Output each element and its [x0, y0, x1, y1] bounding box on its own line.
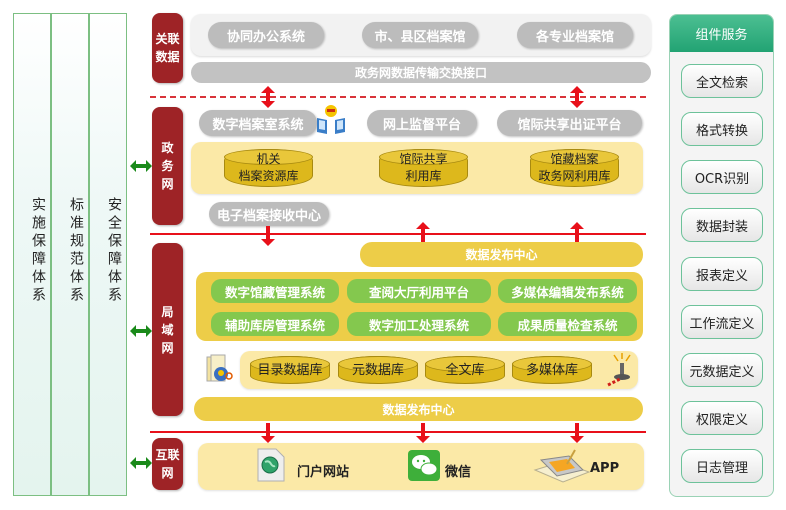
- bidirectional-arrow-icon: [570, 86, 584, 108]
- channel-label-wechat: 微信: [445, 465, 472, 480]
- db-label: 全文库: [445, 362, 485, 378]
- e-archive-receive-center: 电子档案接收中心: [209, 202, 329, 226]
- component-services-panel: 组件服务 全文检索 格式转换 OCR识别 数据封装 报表定义 工作流定义 元数据…: [669, 14, 774, 497]
- db-label: 利用库: [405, 169, 442, 183]
- lan-system-button: 数字馆藏管理系统: [211, 279, 339, 303]
- service-button-workflow-definition[interactable]: 工作流定义: [681, 305, 763, 339]
- service-button-permission-definition[interactable]: 权限定义: [681, 401, 763, 435]
- arrow-down-icon: [261, 423, 275, 443]
- db-label: 馆藏档案: [550, 152, 599, 166]
- channel-label-app: APP: [590, 461, 620, 476]
- layer-label-text: 局域网: [161, 304, 174, 355]
- network-computers-icon: [317, 105, 345, 134]
- service-button-ocr[interactable]: OCR识别: [681, 160, 763, 194]
- double-arrow-icon: [130, 457, 152, 469]
- lan-system-button: 成果质量检查系统: [498, 312, 637, 336]
- double-arrow-icon: [130, 325, 152, 337]
- web-page-globe-icon: [257, 448, 285, 482]
- network-boundary-line: [150, 431, 646, 433]
- arrow-up-icon: [570, 222, 584, 242]
- database-cylinder: 多媒体库: [512, 356, 592, 384]
- database-cylinder: 馆藏档案 政务网利用库: [530, 149, 619, 187]
- bidirectional-arrow-icon: [261, 86, 275, 108]
- data-publish-center-top: 数据发布中心: [360, 242, 643, 267]
- db-label: 馆际共享: [399, 152, 448, 166]
- double-arrow-icon: [130, 160, 152, 172]
- db-label: 政务网利用库: [538, 169, 611, 183]
- gov-platform: 数字档案室系统: [199, 110, 317, 136]
- pillar-security: 安全保障体系: [89, 13, 127, 496]
- service-button-metadata-definition[interactable]: 元数据定义: [681, 353, 763, 387]
- layer-label-text: 互联网: [155, 448, 180, 480]
- layer-label-text: 关联数据: [155, 32, 180, 64]
- pillar-label: 安全保障体系: [106, 197, 122, 305]
- arrow-down-icon: [416, 423, 430, 443]
- service-button-report-definition[interactable]: 报表定义: [681, 257, 763, 291]
- pillar-label: 实施保障体系: [30, 197, 46, 305]
- lan-system-button: 查阅大厅利用平台: [347, 279, 491, 303]
- db-label: 档案资源库: [238, 169, 299, 183]
- db-label: 机关: [256, 152, 281, 166]
- pillar-label: 标准规范体系: [68, 197, 84, 305]
- arrow-down-icon: [261, 226, 275, 246]
- channel-label-portal: 门户网站: [297, 465, 350, 480]
- pillar-standards: 标准规范体系: [51, 13, 89, 496]
- db-label: 多媒体库: [525, 362, 578, 378]
- component-services-title: 组件服务: [670, 15, 773, 52]
- wechat-icon: [408, 450, 440, 481]
- lan-system-button: 数字加工处理系统: [347, 312, 491, 336]
- dashed-separator: [150, 96, 646, 98]
- database-cylinder: 馆际共享 利用库: [379, 149, 468, 187]
- related-system: 市、县区档案馆: [362, 22, 478, 48]
- pillar-implementation: 实施保障体系: [13, 13, 51, 496]
- database-cylinder: 全文库: [425, 356, 505, 384]
- database-cylinder: 目录数据库: [250, 356, 330, 384]
- related-system: 各专业档案馆: [517, 22, 633, 48]
- service-button-fulltext-search[interactable]: 全文检索: [681, 64, 763, 98]
- db-label: 元数据库: [351, 362, 404, 378]
- network-boundary-line: [150, 233, 646, 235]
- lan-system-button: 辅助库房管理系统: [211, 312, 339, 336]
- layer-label-text: 政务网: [161, 141, 174, 191]
- gov-platform: 馆际共享出证平台: [497, 110, 642, 136]
- database-cylinder: 元数据库: [338, 356, 418, 384]
- service-button-data-encapsulation[interactable]: 数据封装: [681, 208, 763, 242]
- pda-device-icon: [533, 449, 591, 483]
- database-cylinder: 机关 档案资源库: [224, 149, 313, 187]
- arrow-up-icon: [416, 222, 430, 242]
- gov-platform: 网上监督平台: [367, 110, 477, 136]
- layer-label-related-data: 关联数据: [152, 13, 183, 83]
- db-label: 目录数据库: [257, 362, 323, 378]
- related-system: 协同办公系统: [208, 22, 324, 48]
- lan-system-button: 多媒体编辑发布系统: [498, 279, 637, 303]
- service-button-format-conversion[interactable]: 格式转换: [681, 112, 763, 146]
- service-button-log-management[interactable]: 日志管理: [681, 449, 763, 483]
- archive-security-icon: [206, 354, 233, 382]
- layer-label-internet: 互联网: [152, 438, 183, 490]
- layer-label-lan: 局域网: [152, 243, 183, 416]
- data-publish-center-bottom: 数据发布中心: [194, 397, 643, 421]
- layer-label-gov-network: 政务网: [152, 107, 183, 225]
- gov-data-exchange-interface: 政务网数据传输交换接口: [191, 62, 651, 83]
- signal-tower-icon: [607, 353, 631, 387]
- arrow-down-icon: [570, 423, 584, 443]
